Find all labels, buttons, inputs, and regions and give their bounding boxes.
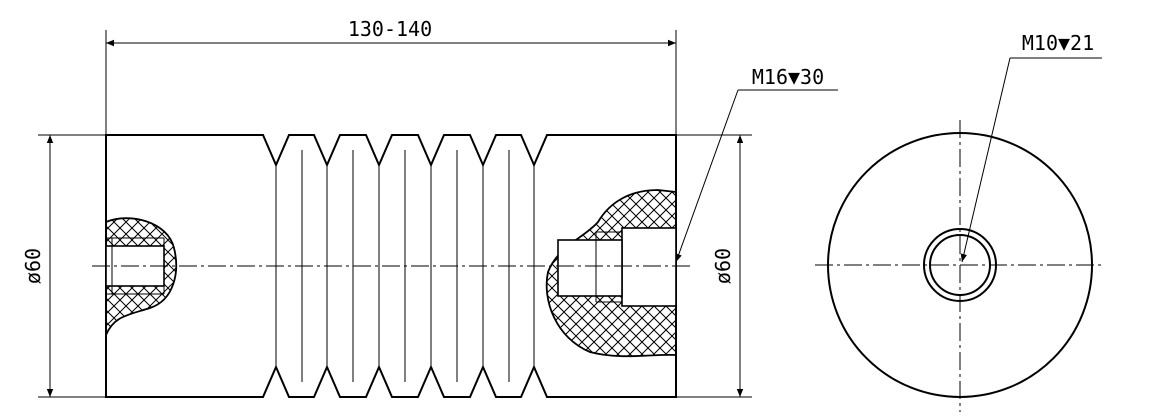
small-thread-label: M10▼21	[1022, 31, 1094, 55]
end-view	[815, 120, 1105, 412]
left-diameter-label: ø60	[21, 248, 45, 284]
left-diameter-dimension: ø60	[21, 134, 106, 398]
left-insert-section	[105, 217, 178, 336]
large-thread-callout: M16▼30	[675, 65, 838, 263]
large-thread-label: M16▼30	[752, 65, 824, 89]
right-diameter-dimension: ø60	[676, 134, 752, 398]
length-dimension-label: 130-140	[348, 17, 432, 41]
length-dimension: 130-140	[105, 17, 677, 135]
small-thread-callout: M10▼21	[960, 31, 1102, 263]
right-diameter-label: ø60	[711, 248, 735, 284]
side-view	[92, 134, 690, 398]
right-thread-step	[557, 239, 623, 297]
right-bore	[621, 227, 677, 307]
right-insert-section	[545, 189, 677, 358]
